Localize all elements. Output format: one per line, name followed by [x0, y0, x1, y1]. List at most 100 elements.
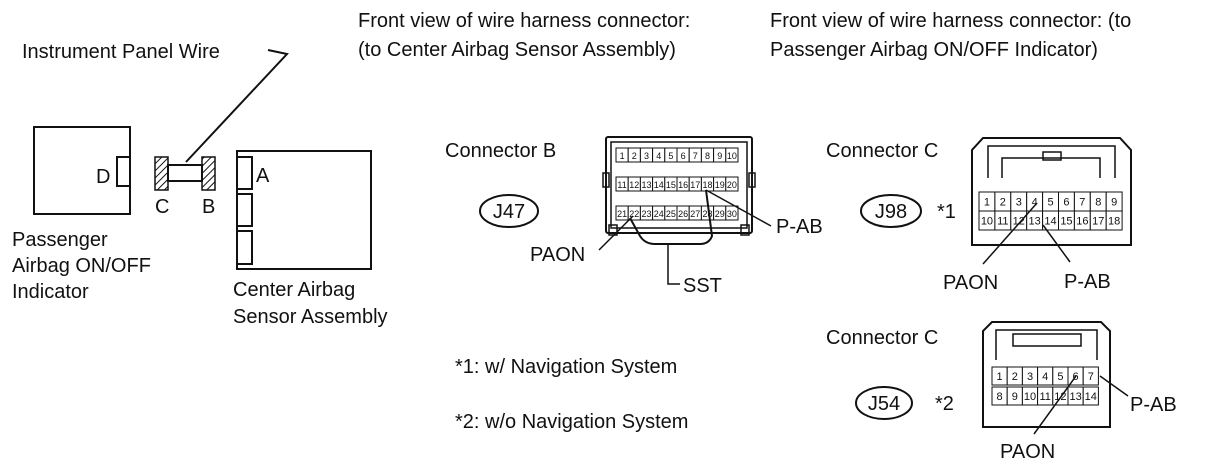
connector-b-pin-number: 6 [681, 151, 686, 161]
connector-b-pab-label: P-AB [776, 216, 823, 238]
connector-c-j98-pin-number: 11 [997, 216, 1008, 228]
connector-b-pin-number: 16 [678, 180, 688, 190]
connector-c-j98-pin-number: 15 [1060, 216, 1072, 228]
connector-b-right-tab [748, 172, 756, 188]
connector-b-pin-number: 29 [715, 209, 725, 219]
sensor-connector-3 [236, 230, 253, 265]
connector-b-pin-number: 15 [666, 180, 676, 190]
connector-c-j98-pin-number: 6 [1063, 197, 1069, 209]
connector-c-j98-lock [987, 145, 1116, 178]
sst-label: SST [683, 275, 722, 297]
passenger-airbag-indicator-box [33, 126, 131, 215]
connector-b-pin-number: 9 [717, 151, 722, 161]
connector-b-pin-number: 4 [656, 151, 661, 161]
footnote-1: *1: w/ Navigation System [455, 356, 677, 378]
connector-c-j98-pin-number: 10 [981, 216, 993, 228]
connector-c-j98-pin-number: 7 [1079, 197, 1085, 209]
connector-c-j54-pab-leader [1099, 375, 1129, 397]
connector-b-pin-number: 18 [702, 180, 712, 190]
connector-c-j98-pin-number: 3 [1016, 197, 1022, 209]
connector-b-pin-number: 1 [620, 151, 625, 161]
connector-c-j98-pab-leader [1042, 224, 1071, 263]
connector-b-pin-number: 14 [654, 180, 664, 190]
connector-b-pin-number: 13 [641, 180, 651, 190]
connector-c-j54-pin-number: 10 [1024, 391, 1036, 403]
connector-c-j54-lock [995, 329, 1098, 360]
connector-b-pin-number: 3 [644, 151, 649, 161]
connector-b-pin-number: 7 [693, 151, 698, 161]
connector-b-pin-number: 25 [666, 209, 676, 219]
connector-c-j98-pin-number: 5 [1047, 197, 1053, 209]
connector-c-j54-pin-number: 7 [1088, 371, 1094, 383]
connector-b-heading-line2: (to Center Airbag Sensor Assembly) [358, 39, 676, 61]
connector-b-pin-cell-20 [725, 176, 739, 192]
connector-c-j98-pin-number: 2 [1000, 197, 1006, 209]
connector-b-right-foot [740, 224, 750, 236]
connector-c-j98-code-oval [860, 194, 922, 228]
connector-c-heading-line2: Passenger Airbag ON/OFF Indicator) [770, 39, 1098, 61]
connector-c-j54-pab-label: P-AB [1130, 394, 1177, 416]
connector-b-pin-number: 12 [629, 180, 639, 190]
connector-c-j54-pin-cell-7 [1082, 366, 1099, 386]
connector-b-pin-number: 10 [727, 151, 737, 161]
connector-c-j54-pin-number: 14 [1085, 391, 1097, 403]
instrument-panel-wire-leader [185, 49, 289, 163]
connector-b-pin-number: 23 [641, 209, 651, 219]
connector-c-j98-pin-number: 1 [984, 197, 990, 209]
connector-b-paon-label: PAON [530, 244, 585, 266]
connector-b-pin-number: 27 [690, 209, 700, 219]
indicator-label-line2: Airbag ON/OFF [12, 255, 151, 277]
instrument-panel-wire-label: Instrument Panel Wire [22, 41, 220, 63]
connector-b-code: J47 [493, 201, 525, 223]
connector-a-letter: A [256, 165, 270, 187]
connector-c-j54-latch [1012, 333, 1082, 347]
connector-b-pin-number: 20 [727, 180, 737, 190]
connector-c-j54-pin-number: 9 [1012, 391, 1018, 403]
connector-c-letter: C [155, 196, 169, 218]
connector-b-pin-number: 8 [705, 151, 710, 161]
connector-b-paon-leader [598, 215, 634, 251]
connector-b-pin-number: 24 [654, 209, 664, 219]
connector-b-pin-number: 26 [678, 209, 688, 219]
connector-b-pin-number: 21 [617, 209, 627, 219]
connector-c-j54-note: *2 [935, 393, 954, 415]
connector-c-j54-pin-number: 4 [1042, 371, 1048, 383]
footnote-2: *2: w/o Navigation System [455, 411, 688, 433]
sensor-connector-2 [236, 193, 253, 227]
connector-b-housing [605, 136, 753, 234]
connector-c-j98-paon-label: PAON [943, 272, 998, 294]
connector-c-j98-pab-label: P-AB [1064, 271, 1111, 293]
connector-c-j98-note: *1 [937, 201, 956, 223]
connector-c-j54-pin-cell-14 [1082, 386, 1099, 406]
connector-b-title: Connector B [445, 140, 556, 162]
connector-c-j54-pin-number: 13 [1069, 391, 1081, 403]
connector-c-j98-pin-cell-18 [1105, 210, 1123, 231]
connector-b-pin-number: 2 [632, 151, 637, 161]
connector-b-pin-cell-10 [725, 147, 739, 163]
connector-c-j98-pin-number: 4 [1032, 197, 1038, 209]
connector-b-left-tab [602, 172, 610, 188]
connector-b-code-oval [479, 194, 539, 228]
connector-d-letter: D [96, 166, 110, 188]
indicator-label-line3: Indicator [12, 281, 89, 303]
connector-b-pin-number: 11 [617, 180, 626, 190]
instrument-panel-wire-harness [167, 164, 203, 182]
connector-b-pin-number: 22 [629, 209, 639, 219]
connector-c-heading-line1: Front view of wire harness connector: (t… [770, 10, 1131, 32]
connector-c-j98-housing [971, 137, 1132, 246]
connector-c-j98-pin-number: 12 [1013, 216, 1025, 228]
connector-c-j54-pin-number: 3 [1027, 371, 1033, 383]
connector-b-pin-number: 5 [668, 151, 673, 161]
indicator-label-line1: Passenger [12, 229, 108, 251]
connector-b-pin-number: 19 [715, 180, 725, 190]
connector-c-plug [154, 156, 169, 191]
connector-c-j98-pin-number: 9 [1111, 197, 1117, 209]
connector-b-pab-leader [705, 189, 772, 227]
connector-c-j98-pin-number: 13 [1029, 216, 1041, 228]
connector-c-j54-paon-leader [1033, 375, 1077, 435]
connector-c-j54-title: Connector C [826, 327, 938, 349]
connector-c-j98-pin-number: 8 [1095, 197, 1101, 209]
connector-c-j54-pin-number: 2 [1012, 371, 1018, 383]
